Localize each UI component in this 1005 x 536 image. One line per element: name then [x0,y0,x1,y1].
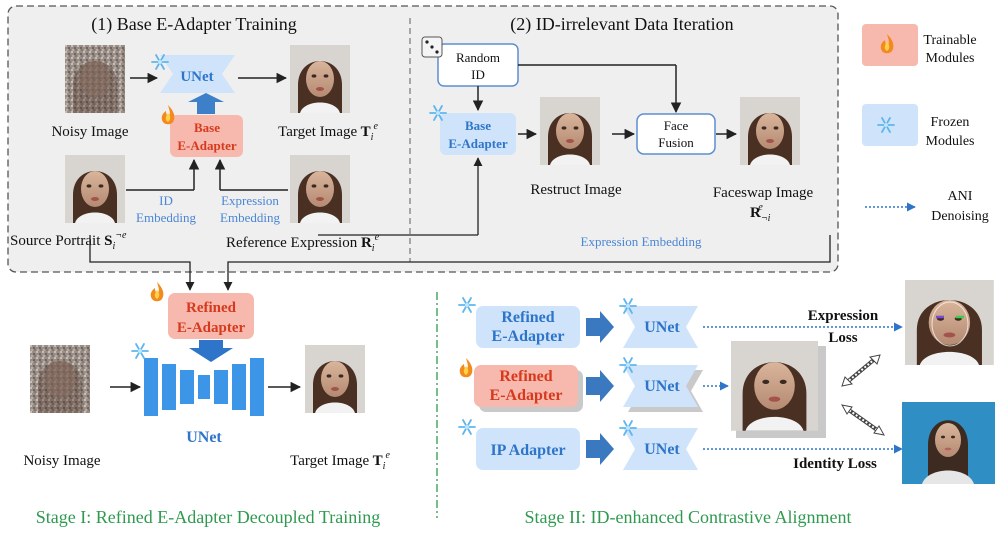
stage2-row2 [459,357,729,412]
expression-loss-line1: Expression [808,308,879,324]
identity-face-thumb [902,402,995,484]
contrast-arrow-2 [841,404,885,436]
base-eadapter2-line1: Base [465,118,491,133]
restruct-image-label: Restruct Image [530,182,622,198]
identity-loss-label: Identity Loss [793,456,877,472]
face-mesh-overlay [931,301,969,347]
legend-frozen-line1: Frozen [931,115,970,130]
up-arrow [188,93,224,114]
legend-trainable-line2: Modules [926,51,975,66]
faceswap-image-label: Faceswap Image [713,185,814,201]
source-portrait-label: Source Portrait Si¬e [10,230,127,252]
dice-icon [421,36,443,58]
base-eadapter-line1: Base [194,120,220,135]
face-fusion-line1: Face [664,118,689,133]
center-face-thumb [731,341,818,431]
stage2-ip-adapter: IP Adapter [490,442,565,459]
contrast-arrow-1 [841,354,881,387]
target-image-label: Target Image Tie [278,121,378,143]
unet-large-label: UNet [186,429,222,446]
unet-label-1: UNet [180,69,213,85]
base-eadapter2-line2: E-Adapter [448,136,507,151]
base-eadapter-line2: E-Adapter [177,138,236,153]
stage1-noisy-thumb [30,345,90,413]
refined-eadapter-line2: E-Adapter [177,320,246,336]
stage2-unet-1: UNet [644,319,680,336]
stage2-refined-train-line2: E-Adapter [490,387,563,404]
base-eadapter-box [170,115,243,157]
stage2-refined-train-line1: Refined [499,368,552,385]
unet-box-1 [160,55,235,93]
stage2-row1 [458,297,903,348]
id-embedding-line1: ID [159,193,173,208]
stage1-caption: Stage I: Refined E-Adapter Decoupled Tra… [36,507,380,527]
section1-title: (1) Base E-Adapter Training [91,14,296,35]
reference-expression-label: Reference Expression Rie [226,232,380,254]
down-arrow [189,340,233,362]
legend-ani-line1: ANI [948,189,973,204]
arrow [223,235,831,291]
expression-embedding-line2: Embedding [220,210,280,225]
snowflake-icon [131,343,149,359]
legend-ani-line2: Denoising [931,209,989,224]
expression-loss-line2: Loss [828,330,857,346]
refined-eadapter-line1: Refined [186,300,237,316]
source-portrait-thumb [65,155,125,223]
legend-trainable-line1: Trainable [923,33,976,48]
target-image-thumb [290,45,350,113]
stage2-unet-2: UNet [644,378,680,395]
expression-embedding-long: Expression Embedding [581,234,702,249]
stage1-target-label: Target Image Tie [290,450,390,472]
faceswap-image-thumb [740,97,800,165]
face-fusion-line2: Fusion [658,135,694,150]
stage2-refined-frozen-line1: Refined [501,309,554,326]
id-embedding-line2: Embedding [136,210,196,225]
expression-face-thumb [905,280,994,365]
refined-eadapter-box [168,293,254,339]
noisy-image-thumb [65,45,125,113]
stage2-row3 [458,419,903,470]
stage2-unet-3: UNet [644,441,680,458]
stage2-caption: Stage II: ID-enhanced Contrastive Alignm… [525,507,852,527]
stage1-noisy-label: Noisy Image [23,453,100,469]
section2-title: (2) ID-irrelevant Data Iteration [510,14,733,35]
arrow [89,235,195,291]
base-eadapter2-box [440,113,516,155]
random-id-line1: Random [456,50,500,65]
restruct-image-thumb [540,97,600,165]
noisy-image-label: Noisy Image [51,124,128,140]
unet-large [144,358,264,416]
fire-icon [150,282,164,302]
stage2-refined-frozen-line2: E-Adapter [492,328,565,345]
expression-embedding-line1: Expression [221,193,279,208]
legend-frozen-line2: Modules [926,134,975,149]
face-fusion-box [636,113,716,155]
random-id-line2: ID [471,67,485,82]
stage1-target-thumb [305,345,365,413]
reference-expression-thumb [290,155,350,223]
